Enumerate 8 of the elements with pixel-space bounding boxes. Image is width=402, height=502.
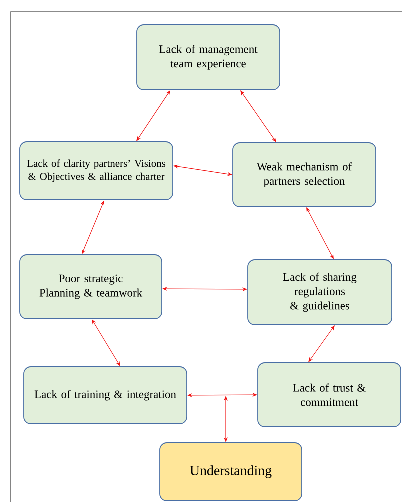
- process-box: Weak mechanism of partners selection: [232, 142, 376, 208]
- process-box: Lack of clarity partners’ Visions & Objectives & alliance charter: [20, 142, 174, 200]
- process-box: Poor strategic Planning & teamwork: [20, 254, 162, 320]
- outcome-box: Understanding: [160, 442, 302, 502]
- process-box: Lack of trust & commitment: [258, 362, 402, 428]
- process-box: Lack of training & integration: [24, 366, 188, 424]
- process-box: Lack of management team experience: [136, 24, 280, 90]
- process-box: Lack of sharing regulations & guidelines: [248, 260, 392, 326]
